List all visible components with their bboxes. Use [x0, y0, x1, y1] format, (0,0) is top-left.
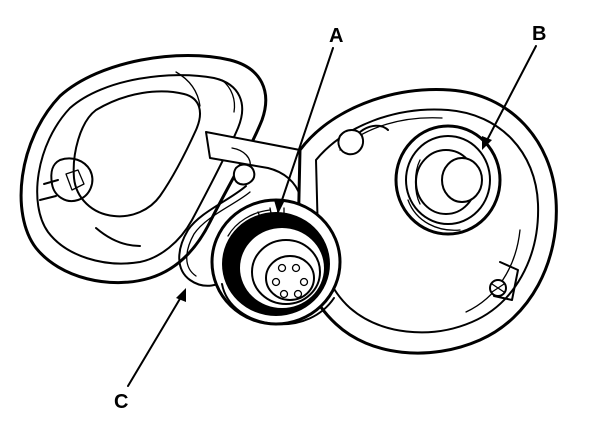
callout-a-arrowhead: [274, 200, 284, 214]
callout-a-leader: [277, 47, 334, 213]
fuel-cap-tether: [178, 185, 251, 287]
callout-c-arrowhead: [176, 288, 186, 302]
callout-c-leader: [127, 291, 185, 387]
callout-leaders: [127, 45, 537, 387]
callout-c-label: C: [114, 391, 128, 413]
fuel-filler-door: [19, 54, 268, 285]
callout-b-label: B: [532, 23, 546, 45]
filler-neck: [394, 124, 502, 236]
callout-b-arrowhead: [482, 136, 492, 150]
callout-a-label: A: [329, 25, 343, 47]
fuel-cap: [210, 198, 342, 326]
callout-b-leader: [483, 45, 537, 147]
